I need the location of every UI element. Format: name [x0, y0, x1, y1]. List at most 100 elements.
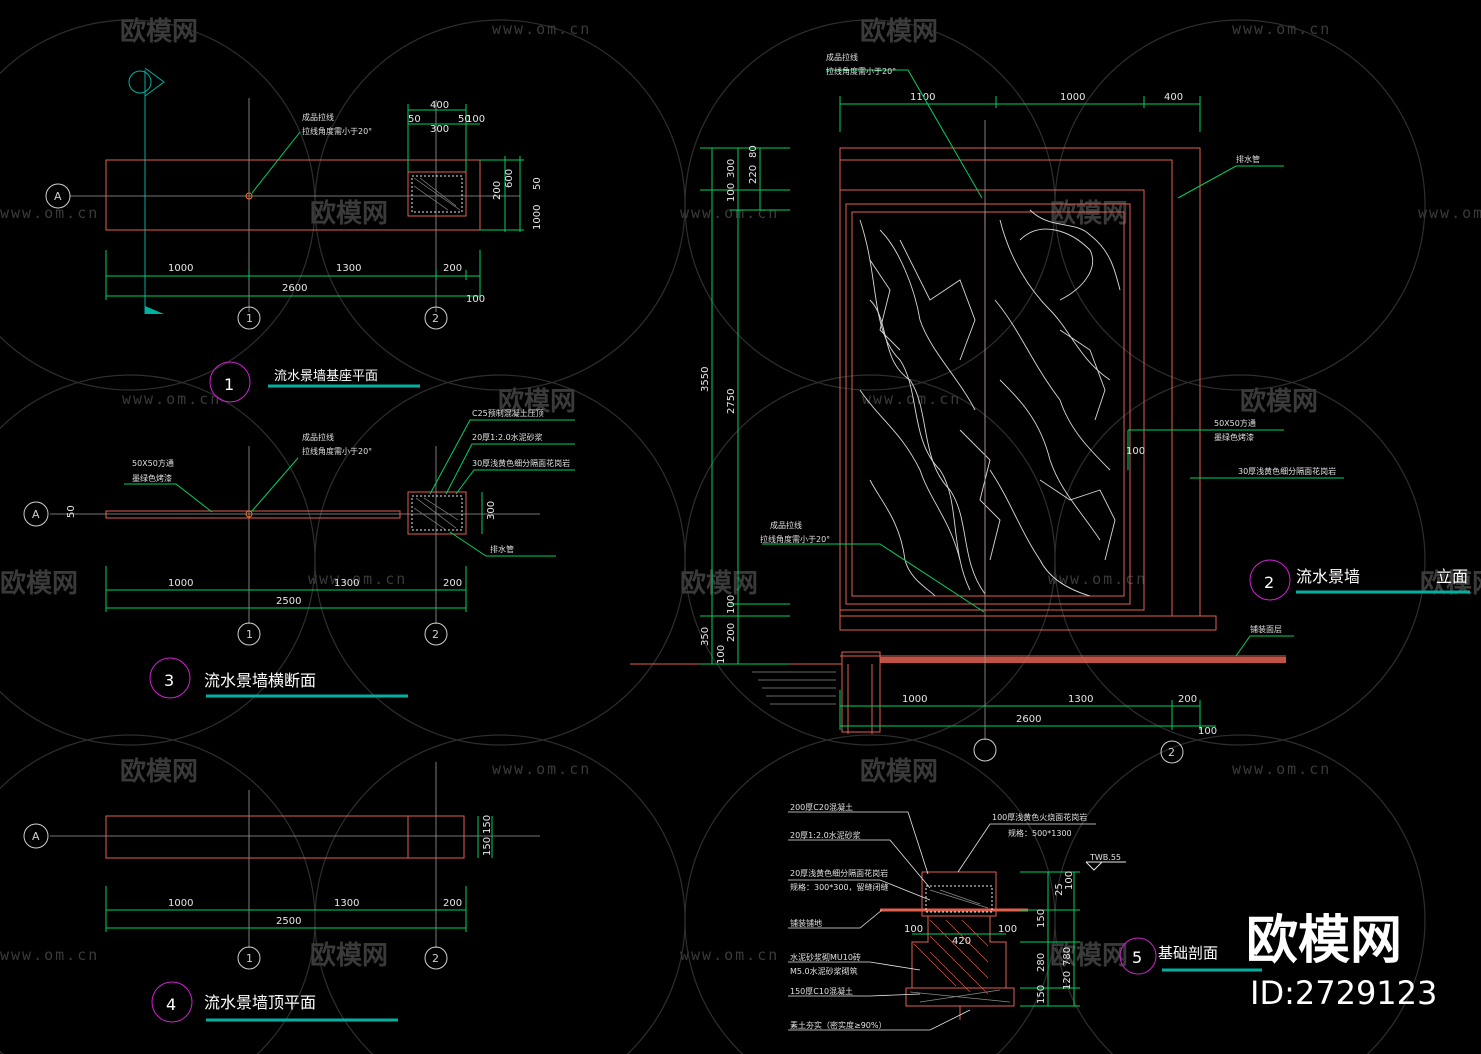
section5-dim-right: 780 [1062, 947, 1073, 966]
watermark-url: www.om.cn [308, 570, 407, 588]
watermark-brand: 欧模网 [680, 568, 758, 599]
watermark-brand: 欧模网 [0, 568, 78, 599]
plan-dim-top: 50 [458, 114, 471, 125]
plan-dim-top: 300 [430, 124, 449, 135]
section5-note-left: 素土夯实（密实度≥90%） [790, 1020, 886, 1030]
watermark-brand: 欧模网 [860, 756, 938, 787]
top-dim-bottom: 2500 [276, 916, 301, 927]
section-note-center: 成品拉线 [302, 432, 334, 442]
watermark-brand: 欧模网 [120, 756, 198, 787]
watermark-url: www.om.cn [680, 204, 779, 222]
elev-dim-left: 300 [726, 159, 737, 178]
plan-dim-top: 400 [430, 100, 449, 111]
plan-dim-bottom: 1300 [336, 263, 361, 274]
elev-note-right: 排水管 [1236, 154, 1260, 164]
plan-dim-bottom: 2600 [282, 283, 307, 294]
drawing-number: 1 [224, 375, 234, 394]
plan-dim-bottom: 100 [466, 294, 485, 305]
grid-label-1: 1 [246, 952, 253, 965]
elev-dim-bottom: 1300 [1068, 694, 1093, 705]
elev-dim-bottom: 100 [1198, 726, 1217, 737]
section-dim-left: 50 [66, 505, 77, 518]
section5-dim-mid: 420 [952, 936, 971, 947]
grid-label-a: A [54, 190, 62, 203]
section5-dim-mid: 100 [904, 924, 923, 935]
plan-note-2: 拉线角度需小于20° [302, 126, 372, 136]
drawing-title: 流水景墙顶平面 [204, 993, 316, 1012]
section-dim-side: 300 [486, 501, 497, 520]
watermark-brand: 欧模网 [310, 198, 388, 229]
section-dim-bottom: 1000 [168, 578, 193, 589]
top-dim-bottom: 200 [443, 898, 462, 909]
elev-dim-bottom: 200 [1178, 694, 1197, 705]
section-dim-bottom: 2500 [276, 596, 301, 607]
elev-dim-left: 100 [716, 645, 727, 664]
elev-note-top: 成品拉线 [826, 52, 858, 62]
top-dim-bottom: 1300 [334, 898, 359, 909]
drawing-number: 2 [1264, 573, 1274, 592]
section5-level: TWB.55 [1089, 853, 1121, 862]
elev-note-center: 拉线角度需小于20° [760, 534, 830, 544]
watermark-brand: 欧模网 [310, 940, 388, 971]
elev-dim-left: 3550 [700, 367, 711, 392]
watermark-url: www.om.cn [1232, 760, 1331, 778]
section5-note-left: 铺装铺地 [790, 918, 822, 928]
section-note-center: 拉线角度需小于20° [302, 446, 372, 456]
section5-dim-right: 120 [1062, 971, 1073, 990]
section5-dim-right: 280 [1036, 953, 1047, 972]
drawing-section-5: 200厚C20混凝土 20厚1:2.0水泥砂浆 20厚浅黄色细分隔面花岗岩 规格… [788, 802, 1262, 1031]
watermark-brand: 欧模网 [120, 16, 198, 47]
plan-dim-top: 100 [466, 114, 485, 125]
watermark-circles [0, 19, 1426, 1054]
section5-note-left: 规格：300*300，留缝闭缝 [790, 882, 889, 892]
water-pattern [859, 209, 1121, 597]
drawing-top-plan: A 1 2 150 150 1000 1300 200 2500 4 流水景墙顶… [23, 762, 540, 1023]
drawing-title: 基础剖面 [1158, 944, 1218, 962]
elev-dim-left: 100 [726, 183, 737, 202]
section5-dim-right: 100 [1064, 871, 1075, 890]
elev-dim-left: 100 [726, 595, 737, 614]
watermark-url: www.om.cn [862, 390, 961, 408]
drawing-number: 4 [166, 995, 176, 1014]
north-arrow-icon [128, 70, 152, 94]
drawing-title: 流水景墙基座平面 [274, 369, 378, 384]
section5-dim-right: 150 [1036, 909, 1047, 928]
section-note-left: 50X50方通 [132, 458, 174, 468]
section-note-left: 墨绿色烤漆 [132, 473, 172, 483]
elev-dim-left: 200 [726, 623, 737, 642]
watermark-url: www.om.cn [680, 946, 779, 964]
section-note-right: C25预制混凝土压顶 [472, 408, 544, 418]
watermark-url: www.om.cn [492, 760, 591, 778]
watermark-url: www.om.cn [1048, 570, 1147, 588]
elev-dim-inner: 100 [1126, 446, 1145, 457]
plan-dim-bottom: 200 [443, 263, 462, 274]
elev-note-right: 墨绿色烤漆 [1214, 432, 1254, 442]
section5-note-right: 100厚浅黄色火烧面花岗岩 [992, 812, 1087, 822]
drawing-number: 5 [1132, 948, 1142, 967]
elev-dim-bottom: 2600 [1016, 714, 1041, 725]
plan-dim-side: 200 [492, 181, 503, 200]
elev-note-right: 30厚浅黄色细分隔面花岗岩 [1238, 466, 1336, 476]
plan-dim-bottom: 1000 [168, 263, 193, 274]
elev-dim-bottom: 1000 [902, 694, 927, 705]
drawing-plan-base: A 1 2 成品拉线 拉线角度需小于20° 400 50 300 50 100 [45, 67, 543, 403]
drawing-cross-section: A 1 2 50X50方通 墨绿色烤漆 成品拉线 拉线角度需小于20° C25预… [23, 408, 575, 699]
section-dim-bottom: 1300 [334, 578, 359, 589]
watermark-url: www.om.cn [0, 946, 99, 964]
top-dim-side: 150 [482, 837, 493, 856]
grid-label-a: A [32, 830, 40, 843]
watermark-url: www.om.cn [122, 390, 221, 408]
drawing-title: 流水景墙 [1296, 567, 1360, 586]
section-note-bottom: 排水管 [490, 544, 514, 554]
grid-label-2: 2 [432, 952, 439, 965]
section-note-right: 30厚浅黄色细分隔面花岗岩 [472, 458, 570, 468]
elev-dim-left: 2750 [726, 389, 737, 414]
section5-note-left: 20厚1:2.0水泥砂浆 [790, 830, 861, 840]
watermark-url: www.om.cn [0, 204, 99, 222]
elev-dim-left: 350 [700, 627, 711, 646]
plan-dim-side: 600 [504, 169, 515, 188]
elev-dim-top: 1000 [1060, 92, 1085, 103]
elev-dim-top: 400 [1164, 92, 1183, 103]
watermark-brand: 欧模网 [1240, 386, 1318, 417]
